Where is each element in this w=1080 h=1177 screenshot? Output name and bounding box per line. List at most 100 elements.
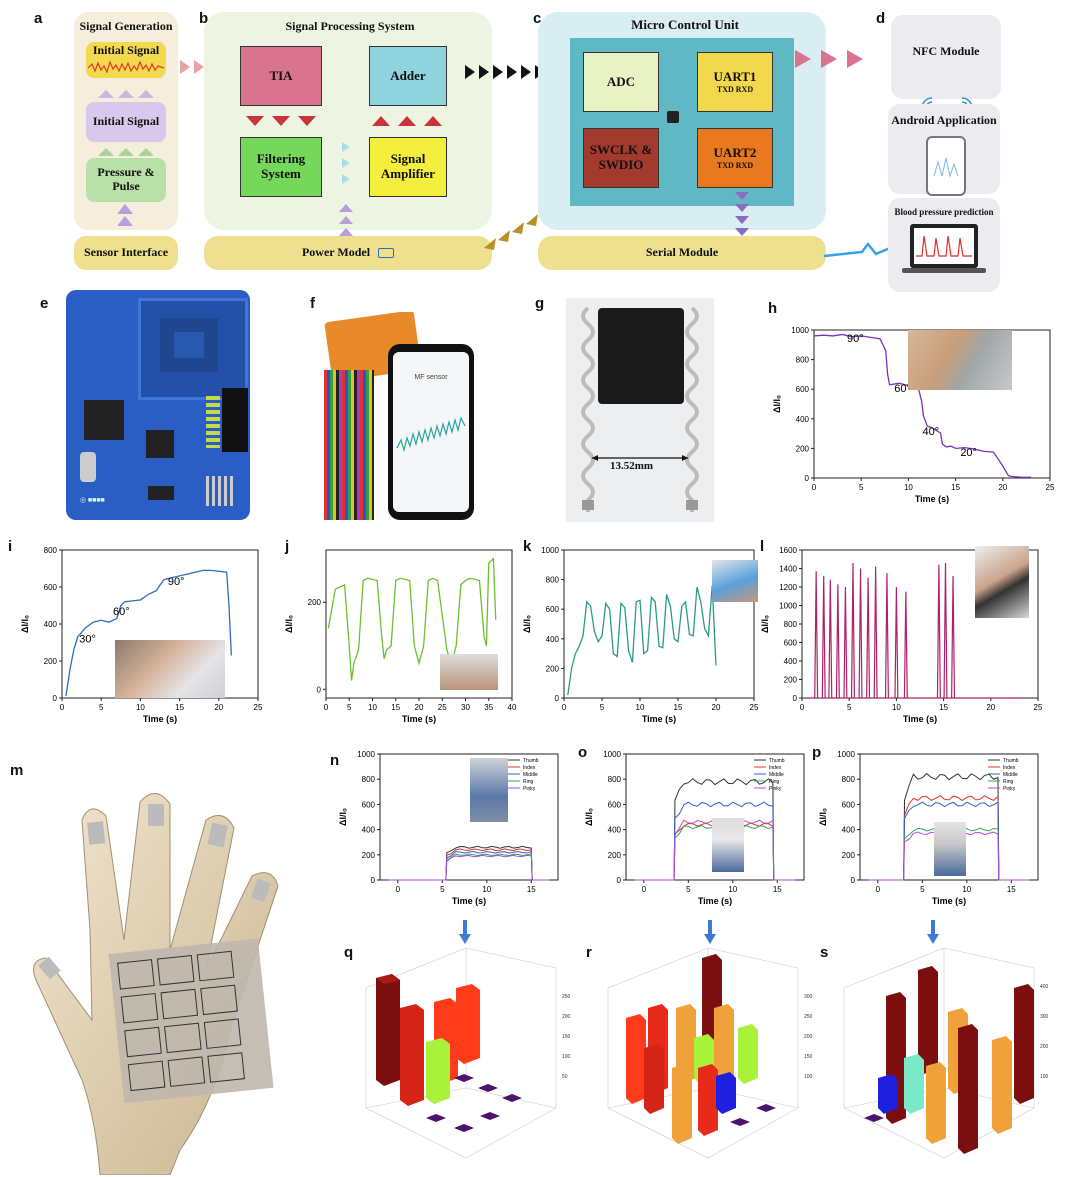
legend-entry: Pinky (769, 786, 782, 792)
power-model-label: Power Model (301, 245, 371, 260)
y-tick-label: 800 (784, 620, 798, 629)
inset-photo-h (908, 330, 1012, 390)
panel-label-n: n (330, 752, 340, 769)
plot-frame (859, 753, 1039, 881)
svg-text:200: 200 (804, 1034, 813, 1040)
phone-screen-title: MF sensor (414, 374, 448, 381)
serial-link-line (823, 241, 891, 258)
x-tick-label: 0 (562, 703, 567, 712)
cyan-right-arrows (342, 142, 350, 184)
uart1-sub: TXD RXD (716, 84, 754, 94)
uart1-box: UART1 TXD RXD (697, 52, 773, 112)
x-axis-label: Time (s) (452, 896, 486, 906)
legend-entry: Pinky (1003, 786, 1016, 792)
y-tick-label: 200 (308, 598, 322, 607)
down-arrow-n-q (459, 920, 471, 944)
x-tick-label: 15 (175, 703, 184, 712)
y-tick-label: 600 (796, 385, 810, 394)
x-axis-label: Time (s) (698, 896, 732, 906)
angle-annotation: 90° (847, 333, 864, 345)
legend-entry: Index (769, 765, 782, 771)
y-tick-label: 400 (362, 826, 376, 835)
angle-annotation: 30° (79, 634, 96, 646)
series-line-pinky (388, 854, 550, 881)
x-tick-label: 25 (1046, 483, 1055, 492)
y-tick-label: 600 (546, 605, 560, 614)
panel-label-c: c (533, 10, 542, 27)
inset-photo-o (712, 818, 744, 872)
panel-label-l: l (760, 538, 765, 555)
svg-text:150: 150 (562, 1034, 571, 1040)
y-tick-label: 0 (805, 474, 810, 483)
y-tick-label: 800 (546, 576, 560, 585)
red-down-arrows (246, 116, 316, 126)
uart2-box: UART2 TXD RXD (697, 128, 773, 188)
panel-label-b: b (199, 10, 209, 27)
legend-entry: Ring (1003, 779, 1014, 785)
y-tick-label: 800 (44, 546, 58, 555)
y-tick-label: 0 (555, 694, 560, 703)
svg-text:250: 250 (804, 1014, 813, 1020)
legend-entry: Middle (769, 772, 784, 778)
y-tick-label: 400 (44, 620, 58, 629)
svg-text:100: 100 (562, 1054, 571, 1060)
legend-entry: Ring (523, 779, 534, 785)
angle-annotation: 60° (894, 383, 911, 395)
panel-label-j: j (285, 538, 290, 555)
y-axis-label: ΔI/I₀ (20, 615, 30, 633)
hand-illustration (33, 793, 279, 1175)
legend-entry: Middle (523, 772, 538, 778)
y-tick-label: 400 (796, 415, 810, 424)
initial-signal-top-box: Initial Signal (86, 42, 166, 78)
x-tick-label: 5 (440, 885, 445, 894)
legend-entry: Pinky (523, 786, 536, 792)
x-tick-label: 15 (951, 483, 960, 492)
down-arrow-p-s (927, 920, 939, 944)
y-tick-label: 400 (842, 826, 856, 835)
angle-annotation: 60° (113, 606, 130, 618)
adc-box: ADC (583, 52, 659, 112)
mcu-title: Micro Control Unit (631, 16, 739, 32)
x-axis-label: Time (s) (915, 494, 949, 504)
angle-annotation: 20° (960, 447, 977, 459)
y-tick-label: 200 (362, 851, 376, 860)
x-axis-label: Time (s) (903, 714, 937, 724)
tia-box: TIA (240, 46, 322, 106)
y-tick-label: 200 (842, 851, 856, 860)
x-tick-label: 0 (396, 885, 401, 894)
y-tick-label: 600 (842, 800, 856, 809)
x-axis-label: Time (s) (402, 714, 436, 724)
plot-frame (563, 549, 755, 699)
x-tick-label: 5 (920, 885, 925, 894)
y-tick-label: 400 (546, 635, 560, 644)
y-axis-label: ΔI/I₀ (772, 395, 782, 413)
x-tick-label: 10 (904, 483, 913, 492)
legend-entry: Middle (1003, 772, 1018, 778)
inset-photo-i (115, 640, 225, 698)
panel-label-a: a (34, 10, 43, 27)
power-model-bus: Power Model (204, 236, 492, 270)
y-tick-label: 600 (44, 583, 58, 592)
up-arrows-1 (98, 90, 154, 98)
inset-photo-l (975, 546, 1029, 618)
x-tick-label: 25 (438, 703, 447, 712)
panel-label-k: k (523, 538, 532, 555)
x-tick-label: 20 (986, 703, 995, 712)
y-axis-label: ΔI/I₀ (584, 808, 594, 826)
y-tick-label: 200 (784, 676, 798, 685)
series-line (65, 569, 232, 697)
nfc-module-label: NFC Module (912, 44, 980, 59)
x-tick-label: 15 (527, 885, 536, 894)
legend-entry: Thumb (1003, 758, 1019, 764)
gold-arrows-power-serial (484, 214, 538, 250)
pink-arrows-a-b (180, 60, 204, 74)
uart2-label: UART2 (713, 144, 757, 160)
panel-label-i: i (8, 538, 13, 555)
y-tick-label: 0 (53, 694, 58, 703)
sensor-width-label: 13.52mm (610, 460, 654, 472)
x-tick-label: 40 (508, 703, 517, 712)
series-line (327, 557, 497, 681)
